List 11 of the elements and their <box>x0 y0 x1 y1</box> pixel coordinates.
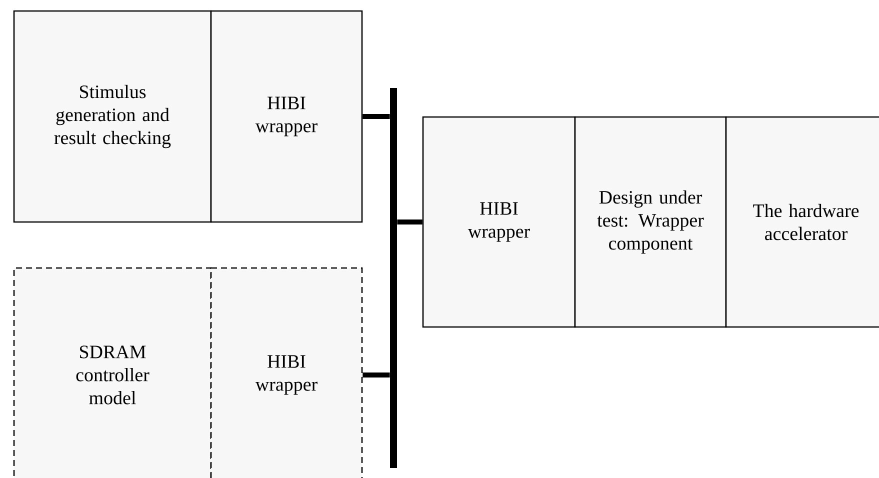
block-box: HIBI wrapper <box>210 267 363 478</box>
block-box: The hardware accelerator <box>725 116 879 328</box>
bus-connector <box>397 220 422 224</box>
block-box: Design under test: Wrapper component <box>574 116 727 328</box>
bus-connector <box>362 372 390 378</box>
block-box: HIBI wrapper <box>422 116 576 328</box>
bus-connector <box>362 114 390 119</box>
bus-bar <box>390 88 397 468</box>
block-box: Stimulus generation and result checking <box>13 10 212 223</box>
block-box: HIBI wrapper <box>210 10 363 223</box>
block-box: SDRAM controller model <box>13 267 212 478</box>
